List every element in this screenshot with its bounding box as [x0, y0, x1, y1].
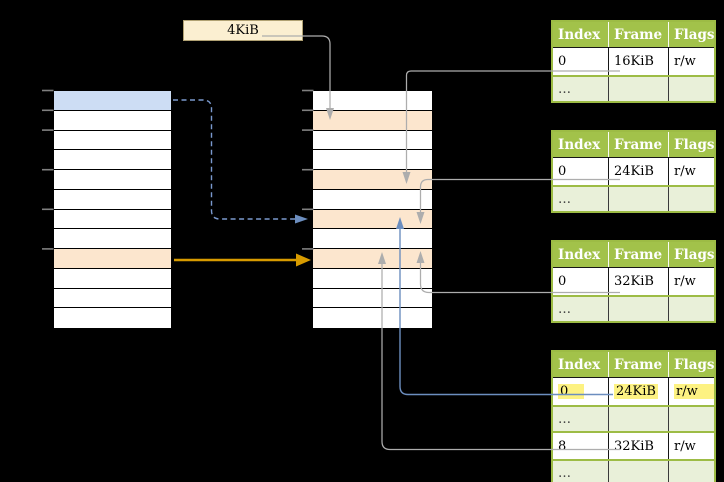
memory-row-white [54, 110, 171, 131]
cell-index: … [553, 461, 609, 482]
page-size-text: 4KiB [227, 23, 259, 38]
memory-row-white [54, 189, 171, 210]
cell-flags [669, 77, 714, 101]
memory-row-white [54, 288, 171, 309]
memory-row-white [313, 308, 432, 328]
cell-index: 8 [553, 433, 609, 459]
memory-row-peach [313, 110, 432, 131]
memory-row-white [54, 308, 171, 328]
memory-row-white [313, 189, 432, 210]
cell-flags: r/w [674, 54, 696, 69]
memory-row-blue [54, 91, 171, 111]
cell-frame [609, 461, 669, 482]
highlighted-flags-value: r/w [674, 384, 714, 399]
header-cell-frame: Frame [609, 352, 669, 377]
cell-index: … [553, 187, 609, 211]
header-cell-flags: Flags [674, 136, 714, 153]
page-table-3-row-ellipsis: … [553, 295, 714, 321]
cell-flags: r/w [674, 164, 696, 179]
header-cell-flags: Flags [674, 356, 714, 373]
page-table-3: Index Frame Flags 0 32KiB r/w … [551, 240, 716, 323]
cell-index: 0 [553, 48, 609, 75]
cell-index: 0 [553, 158, 609, 185]
highlighted-frame-value: 24KiB [614, 384, 658, 399]
cell-flags: r/w [674, 274, 696, 289]
cell-flags [669, 407, 714, 431]
header-cell-index: Index [553, 22, 609, 47]
physical-memory-table [312, 90, 433, 329]
page-table-4: Index Frame Flags 0 24KiB r/w … 8 32KiB … [551, 350, 716, 482]
arrowhead-virtual-page [295, 214, 308, 224]
memory-row-white [313, 229, 432, 249]
virtual-memory-table [53, 90, 172, 329]
cell-flags: r/w [674, 438, 696, 454]
memory-row-peach [313, 170, 432, 190]
memory-row-white [313, 268, 432, 289]
page-table-3-row-0: 0 32KiB r/w [553, 267, 714, 295]
page-table-1-row-ellipsis: … [553, 75, 714, 101]
cell-index: … [553, 77, 609, 101]
memory-row-white [54, 150, 171, 170]
cell-index: 0 [553, 268, 609, 295]
cell-frame: 16KiB [609, 48, 669, 75]
cell-flags: r/w [669, 378, 714, 405]
cell-frame: 32KiB [609, 268, 669, 295]
memory-row-white [313, 91, 432, 111]
cell-frame: 32KiB [609, 433, 669, 459]
cell-index: 0 [553, 378, 609, 405]
memory-row-white [54, 170, 171, 190]
memory-row-white [313, 288, 432, 309]
cell-frame [609, 407, 669, 431]
cell-flags [669, 297, 714, 321]
memory-row-white [54, 229, 171, 249]
page-table-1-row-0: 0 16KiB r/w [553, 47, 714, 75]
highlighted-index-value: 0 [558, 384, 585, 399]
cell-frame: 24KiB [609, 158, 669, 185]
memory-row-white [313, 150, 432, 170]
cell-frame [609, 187, 669, 211]
left-table-address-ticks [42, 89, 54, 250]
header-cell-index: Index [553, 352, 609, 377]
header-cell-flags: Flags [674, 26, 714, 43]
cell-frame [609, 77, 669, 101]
cell-index: … [553, 407, 609, 431]
cell-index: … [553, 297, 609, 321]
page-table-2: Index Frame Flags 0 24KiB r/w … [551, 130, 716, 213]
page-size-label: 4KiB [183, 20, 303, 41]
memory-row-peach [54, 249, 171, 269]
cell-frame [609, 297, 669, 321]
memory-row-white [54, 209, 171, 230]
header-cell-flags: Flags [674, 246, 714, 263]
arrowhead-orange [296, 253, 311, 267]
connector-virtual-page-to-frame-24KiB [173, 99, 295, 220]
memory-row-peach [313, 249, 432, 269]
page-table-2-row-0: 0 24KiB r/w [553, 157, 714, 185]
header-cell-frame: Frame [609, 242, 669, 267]
memory-row-white [313, 130, 432, 151]
page-table-1: Index Frame Flags 0 16KiB r/w … [551, 20, 716, 103]
cell-flags [669, 187, 714, 211]
cell-flags [669, 461, 714, 482]
page-table-1-header: Index Frame Flags [553, 22, 714, 47]
header-cell-index: Index [553, 242, 609, 267]
memory-row-peach [313, 209, 432, 230]
page-table-3-header: Index Frame Flags [553, 242, 714, 267]
header-cell-frame: Frame [609, 22, 669, 47]
memory-row-white [54, 268, 171, 289]
page-table-4-row-ellipsis-1: … [553, 405, 714, 431]
page-table-4-row-8: 8 32KiB r/w [553, 431, 714, 459]
header-cell-frame: Frame [609, 132, 669, 157]
page-table-4-row-0: 0 24KiB r/w [553, 377, 714, 405]
memory-row-white [54, 130, 171, 151]
page-table-2-row-ellipsis: … [553, 185, 714, 211]
page-table-2-header: Index Frame Flags [553, 132, 714, 157]
page-table-4-header: Index Frame Flags [553, 352, 714, 377]
cell-frame: 24KiB [609, 378, 669, 405]
header-cell-index: Index [553, 132, 609, 157]
page-table-4-row-ellipsis-2: … [553, 459, 714, 482]
